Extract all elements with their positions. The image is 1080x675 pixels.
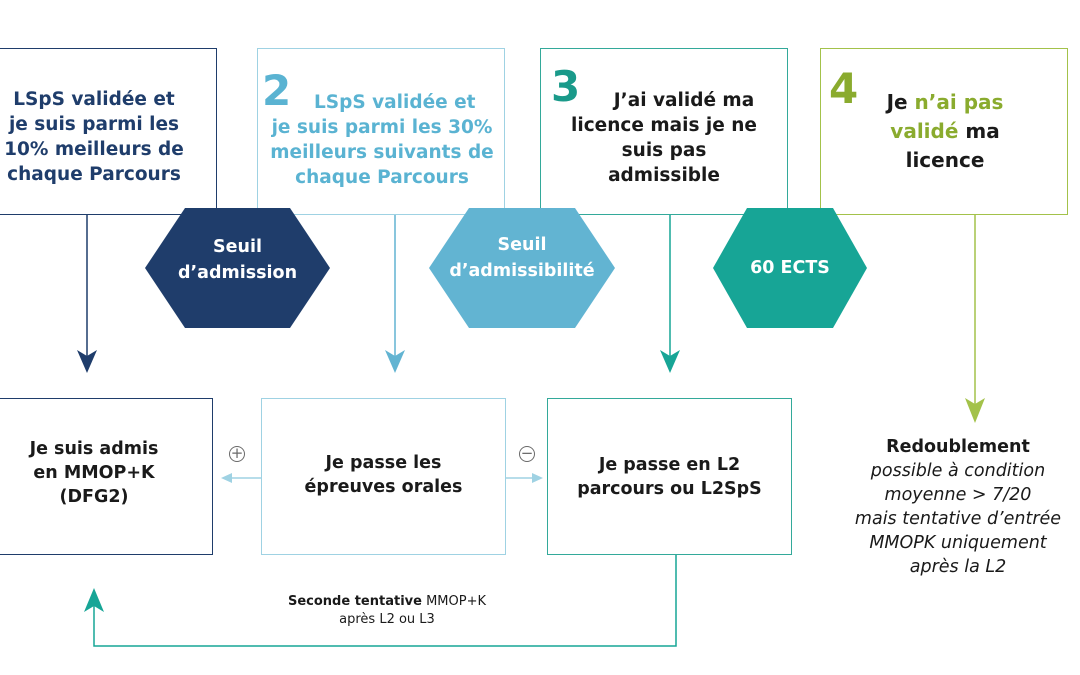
step-text-3: J’ai validé ma licence mais je ne suis p… bbox=[571, 90, 757, 186]
step-box-3 bbox=[540, 48, 788, 215]
arrowhead-col1 bbox=[77, 350, 97, 373]
arrowhead-col3 bbox=[660, 350, 680, 373]
arrowhead-seconde bbox=[84, 588, 104, 612]
step-number-2: 2 bbox=[262, 66, 292, 115]
plus-icon: + bbox=[229, 444, 245, 462]
seconde-tentative-label: Seconde tentative MMOP+K après L2 ou L3 bbox=[287, 594, 487, 627]
hexagon-seuil-admissibilite bbox=[429, 208, 615, 328]
step-box-4 bbox=[820, 48, 1068, 215]
redoublement-text: Redoublement possible à condition moyenn… bbox=[854, 437, 1062, 577]
hexagon-60-ects bbox=[713, 208, 867, 328]
step-box-1 bbox=[0, 48, 217, 215]
arrowhead-col4 bbox=[965, 398, 985, 423]
outcome-box-l2 bbox=[547, 398, 792, 555]
hexagon-label-ects: 60 ECTS bbox=[750, 258, 830, 278]
step-text-4: Je n’ai pas validé ma licence bbox=[886, 90, 1004, 172]
step-box-2 bbox=[257, 48, 505, 215]
hexagon-seuil-admission bbox=[145, 208, 330, 328]
minus-icon: − bbox=[519, 444, 535, 462]
arrow-seconde-tentative bbox=[93, 555, 677, 647]
step-number-4: 4 bbox=[829, 64, 859, 113]
outcome-box-admis bbox=[0, 398, 213, 555]
step-number-3: 3 bbox=[551, 62, 581, 111]
arrowhead-col2 bbox=[385, 350, 405, 373]
step-text-2: LSpS validée et je suis parmi les 30% me… bbox=[270, 92, 494, 188]
outcome-box-oral bbox=[261, 398, 506, 555]
